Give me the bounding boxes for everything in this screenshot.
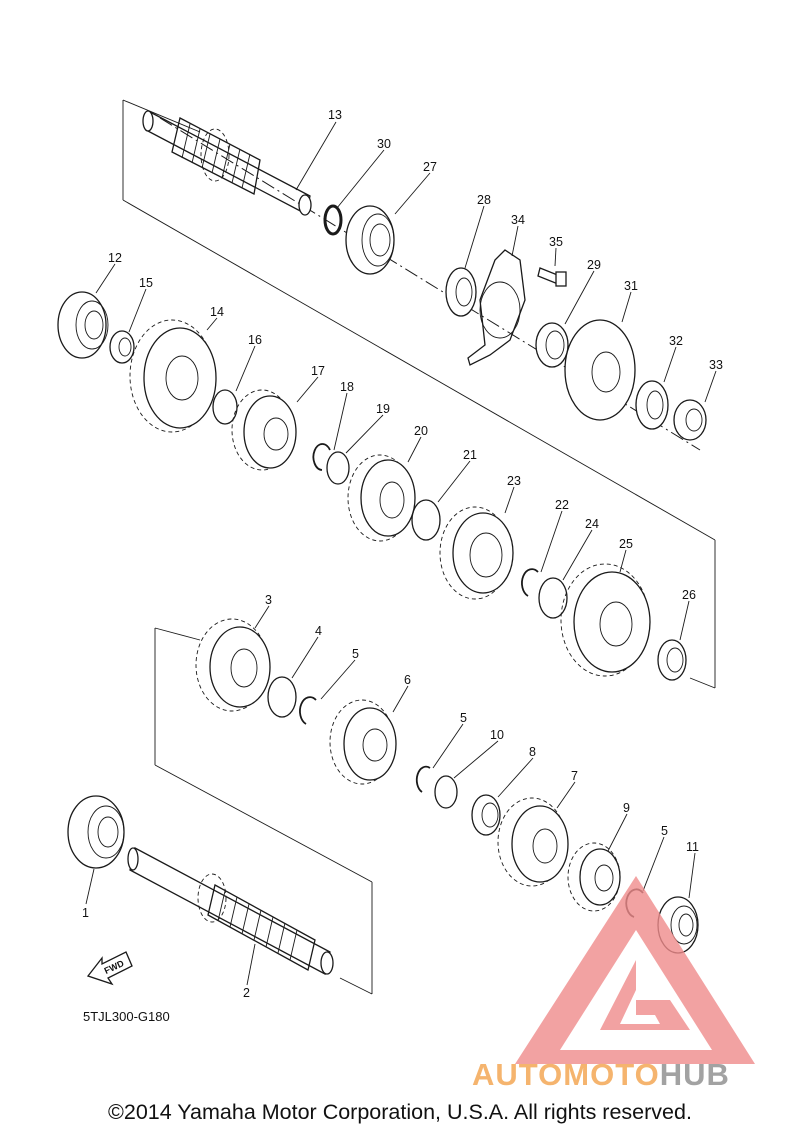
label-part-17: 17 xyxy=(311,364,325,378)
part-14-gear xyxy=(129,319,217,433)
part-6-gear xyxy=(329,699,397,785)
label-part-24: 24 xyxy=(585,517,599,531)
part-1-bearing xyxy=(67,795,125,869)
label-part-10: 10 xyxy=(490,728,504,742)
label-part-6: 6 xyxy=(404,673,411,687)
label-part-33: 33 xyxy=(709,358,723,372)
copyright-notice: ©2014 Yamaha Motor Corporation, U.S.A. A… xyxy=(108,1100,692,1124)
label-part-2: 2 xyxy=(243,986,250,1000)
label-part-1: 1 xyxy=(82,906,89,920)
label-part-31: 31 xyxy=(624,279,638,293)
part-34-retainer-plate xyxy=(467,249,526,366)
watermark-inner-a xyxy=(600,960,690,1030)
part-5-circlip-a xyxy=(299,696,317,725)
label-part-22: 22 xyxy=(555,498,569,512)
part-28-oil-seal xyxy=(445,267,477,317)
label-part-5-c: 5 xyxy=(661,824,668,838)
label-part-7: 7 xyxy=(571,769,578,783)
part-25-gear xyxy=(560,563,651,677)
label-part-5-a: 5 xyxy=(352,647,359,661)
part-3-gear xyxy=(195,618,271,712)
label-part-25: 25 xyxy=(619,537,633,551)
part-21-washer xyxy=(411,499,441,541)
label-part-30: 30 xyxy=(377,137,391,151)
main-axle-outline xyxy=(122,99,716,689)
label-part-23: 23 xyxy=(507,474,521,488)
part-31-sprocket xyxy=(564,319,636,421)
part-29-collar xyxy=(535,322,569,368)
label-part-18: 18 xyxy=(340,380,354,394)
part-9-gear xyxy=(567,842,621,912)
label-part-16: 16 xyxy=(248,333,262,347)
part-13-main-axle xyxy=(142,110,312,216)
label-part-21: 21 xyxy=(463,448,477,462)
label-part-12: 12 xyxy=(108,251,122,265)
label-part-20: 20 xyxy=(414,424,428,438)
part-12-bearing xyxy=(57,291,109,359)
part-32-lock-washer xyxy=(635,380,669,430)
label-part-19: 19 xyxy=(376,402,390,416)
part-35-bolt xyxy=(537,267,567,287)
watermark-auto: AUTO xyxy=(472,1057,563,1092)
label-part-34: 34 xyxy=(511,213,525,227)
part-17-gear xyxy=(231,389,297,471)
label-part-27: 27 xyxy=(423,160,437,174)
watermark-logo: AUTOMOTOHUB xyxy=(472,876,755,1092)
part-27-bearing xyxy=(345,205,395,275)
part-5-circlip-b xyxy=(415,765,431,793)
label-part-11: 11 xyxy=(686,840,699,854)
label-part-35: 35 xyxy=(549,235,563,249)
part-4-washer xyxy=(267,676,297,718)
label-part-4: 4 xyxy=(315,624,322,638)
leader-lines xyxy=(85,121,717,986)
watermark-hub: HUB xyxy=(660,1057,730,1092)
part-33-nut xyxy=(673,399,707,441)
part-26-needle-bearing xyxy=(657,639,687,681)
label-part-28: 28 xyxy=(477,193,491,207)
part-18-circlip xyxy=(312,443,331,471)
part-2-drive-axle xyxy=(127,847,334,975)
label-part-15: 15 xyxy=(139,276,153,290)
part-number-labels: 1 2 3 4 5 5 5 6 7 8 9 10 11 12 13 14 15 … xyxy=(82,108,723,1000)
label-part-26: 26 xyxy=(682,588,696,602)
watermark-moto: MOTO xyxy=(563,1057,659,1092)
drive-axle-outline xyxy=(154,627,373,995)
part-15-collar xyxy=(109,330,135,364)
label-part-8: 8 xyxy=(529,745,536,759)
part-23-gear xyxy=(439,506,514,600)
part-22-circlip xyxy=(521,568,539,597)
label-part-3: 3 xyxy=(265,593,272,607)
part-30-o-ring xyxy=(323,204,343,236)
label-part-5-b: 5 xyxy=(460,711,467,725)
svg-text:AUTOMOTOHUB: AUTOMOTOHUB xyxy=(472,1057,730,1092)
drawing-code: 5TJL300-G180 xyxy=(83,1009,170,1024)
part-24-washer xyxy=(538,577,568,619)
label-part-29: 29 xyxy=(587,258,601,272)
watermark-triangle xyxy=(515,876,755,1064)
part-7-gear xyxy=(497,797,569,887)
part-19-washer xyxy=(326,451,350,485)
part-20-gear xyxy=(347,454,416,542)
label-part-32: 32 xyxy=(669,334,683,348)
part-10-washer xyxy=(434,775,458,809)
label-part-13: 13 xyxy=(328,108,342,122)
part-8-needle-bearing xyxy=(471,794,501,836)
forward-arrow-icon: FWD xyxy=(86,951,133,986)
label-part-9: 9 xyxy=(623,801,630,815)
label-part-14: 14 xyxy=(210,305,224,319)
